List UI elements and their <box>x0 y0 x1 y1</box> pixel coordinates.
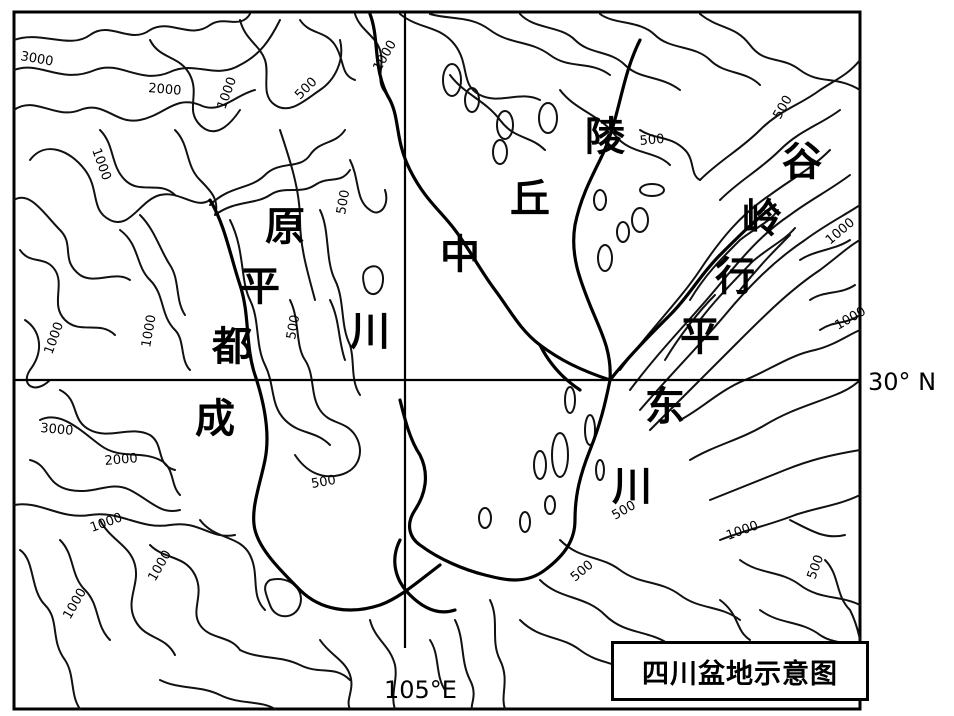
contour-label: 1000 <box>724 518 760 543</box>
contour-label: 2000 <box>104 451 138 469</box>
region-char: 岭 <box>742 196 782 242</box>
region-char: 中 <box>440 232 480 278</box>
region-central-hills: 川 中 丘 陵 <box>350 114 625 355</box>
contour-label: 500 <box>334 189 353 216</box>
contour-label: 3000 <box>19 49 54 70</box>
contour-label: 500 <box>310 473 337 492</box>
contour-label: 3000 <box>40 421 74 439</box>
latitude-label: 30° N <box>868 368 936 396</box>
map-title-box: 四川盆地示意图 <box>611 641 869 701</box>
contour-label: 1000 <box>88 146 113 182</box>
contour-label: 500 <box>284 314 303 341</box>
region-chengdu-plain: 成 都 平 原 <box>195 204 305 442</box>
contour-label: 1000 <box>215 75 240 111</box>
rivers <box>208 12 777 614</box>
map-frame <box>12 10 862 711</box>
region-char: 行 <box>715 254 755 300</box>
map-title: 四川盆地示意图 <box>642 658 838 690</box>
contour-label: 500 <box>292 75 320 103</box>
longitude-label: 105°E <box>384 676 457 704</box>
region-char: 成 <box>195 396 235 442</box>
region-char: 东 <box>645 384 685 430</box>
contour-label: 1000 <box>139 313 160 348</box>
region-eastern-ridges: 川 东 平 行 岭 谷 <box>612 139 822 510</box>
contour-lines <box>13 13 861 710</box>
region-char: 谷 <box>782 139 822 185</box>
region-char: 丘 <box>510 176 550 222</box>
region-char: 平 <box>680 314 720 360</box>
contour-label: 2000 <box>148 81 182 99</box>
region-char: 平 <box>240 264 280 310</box>
contour-label: 1000 <box>42 320 67 356</box>
region-char: 川 <box>350 309 390 355</box>
contour-label: 500 <box>639 132 665 149</box>
region-char: 都 <box>211 324 252 370</box>
contour-labels: 3000 2000 1000 1000 500 500 500 500 1000… <box>19 38 868 622</box>
contour-label: 1000 <box>145 548 175 584</box>
region-char: 原 <box>265 204 305 250</box>
region-char: 陵 <box>585 114 625 160</box>
contour-label: 500 <box>568 558 597 585</box>
region-char: 川 <box>612 464 652 510</box>
contour-label: 1000 <box>823 215 858 248</box>
contour-label: 1000 <box>833 304 869 334</box>
contour-label: 1000 <box>60 586 90 622</box>
contour-label: 500 <box>805 553 828 581</box>
